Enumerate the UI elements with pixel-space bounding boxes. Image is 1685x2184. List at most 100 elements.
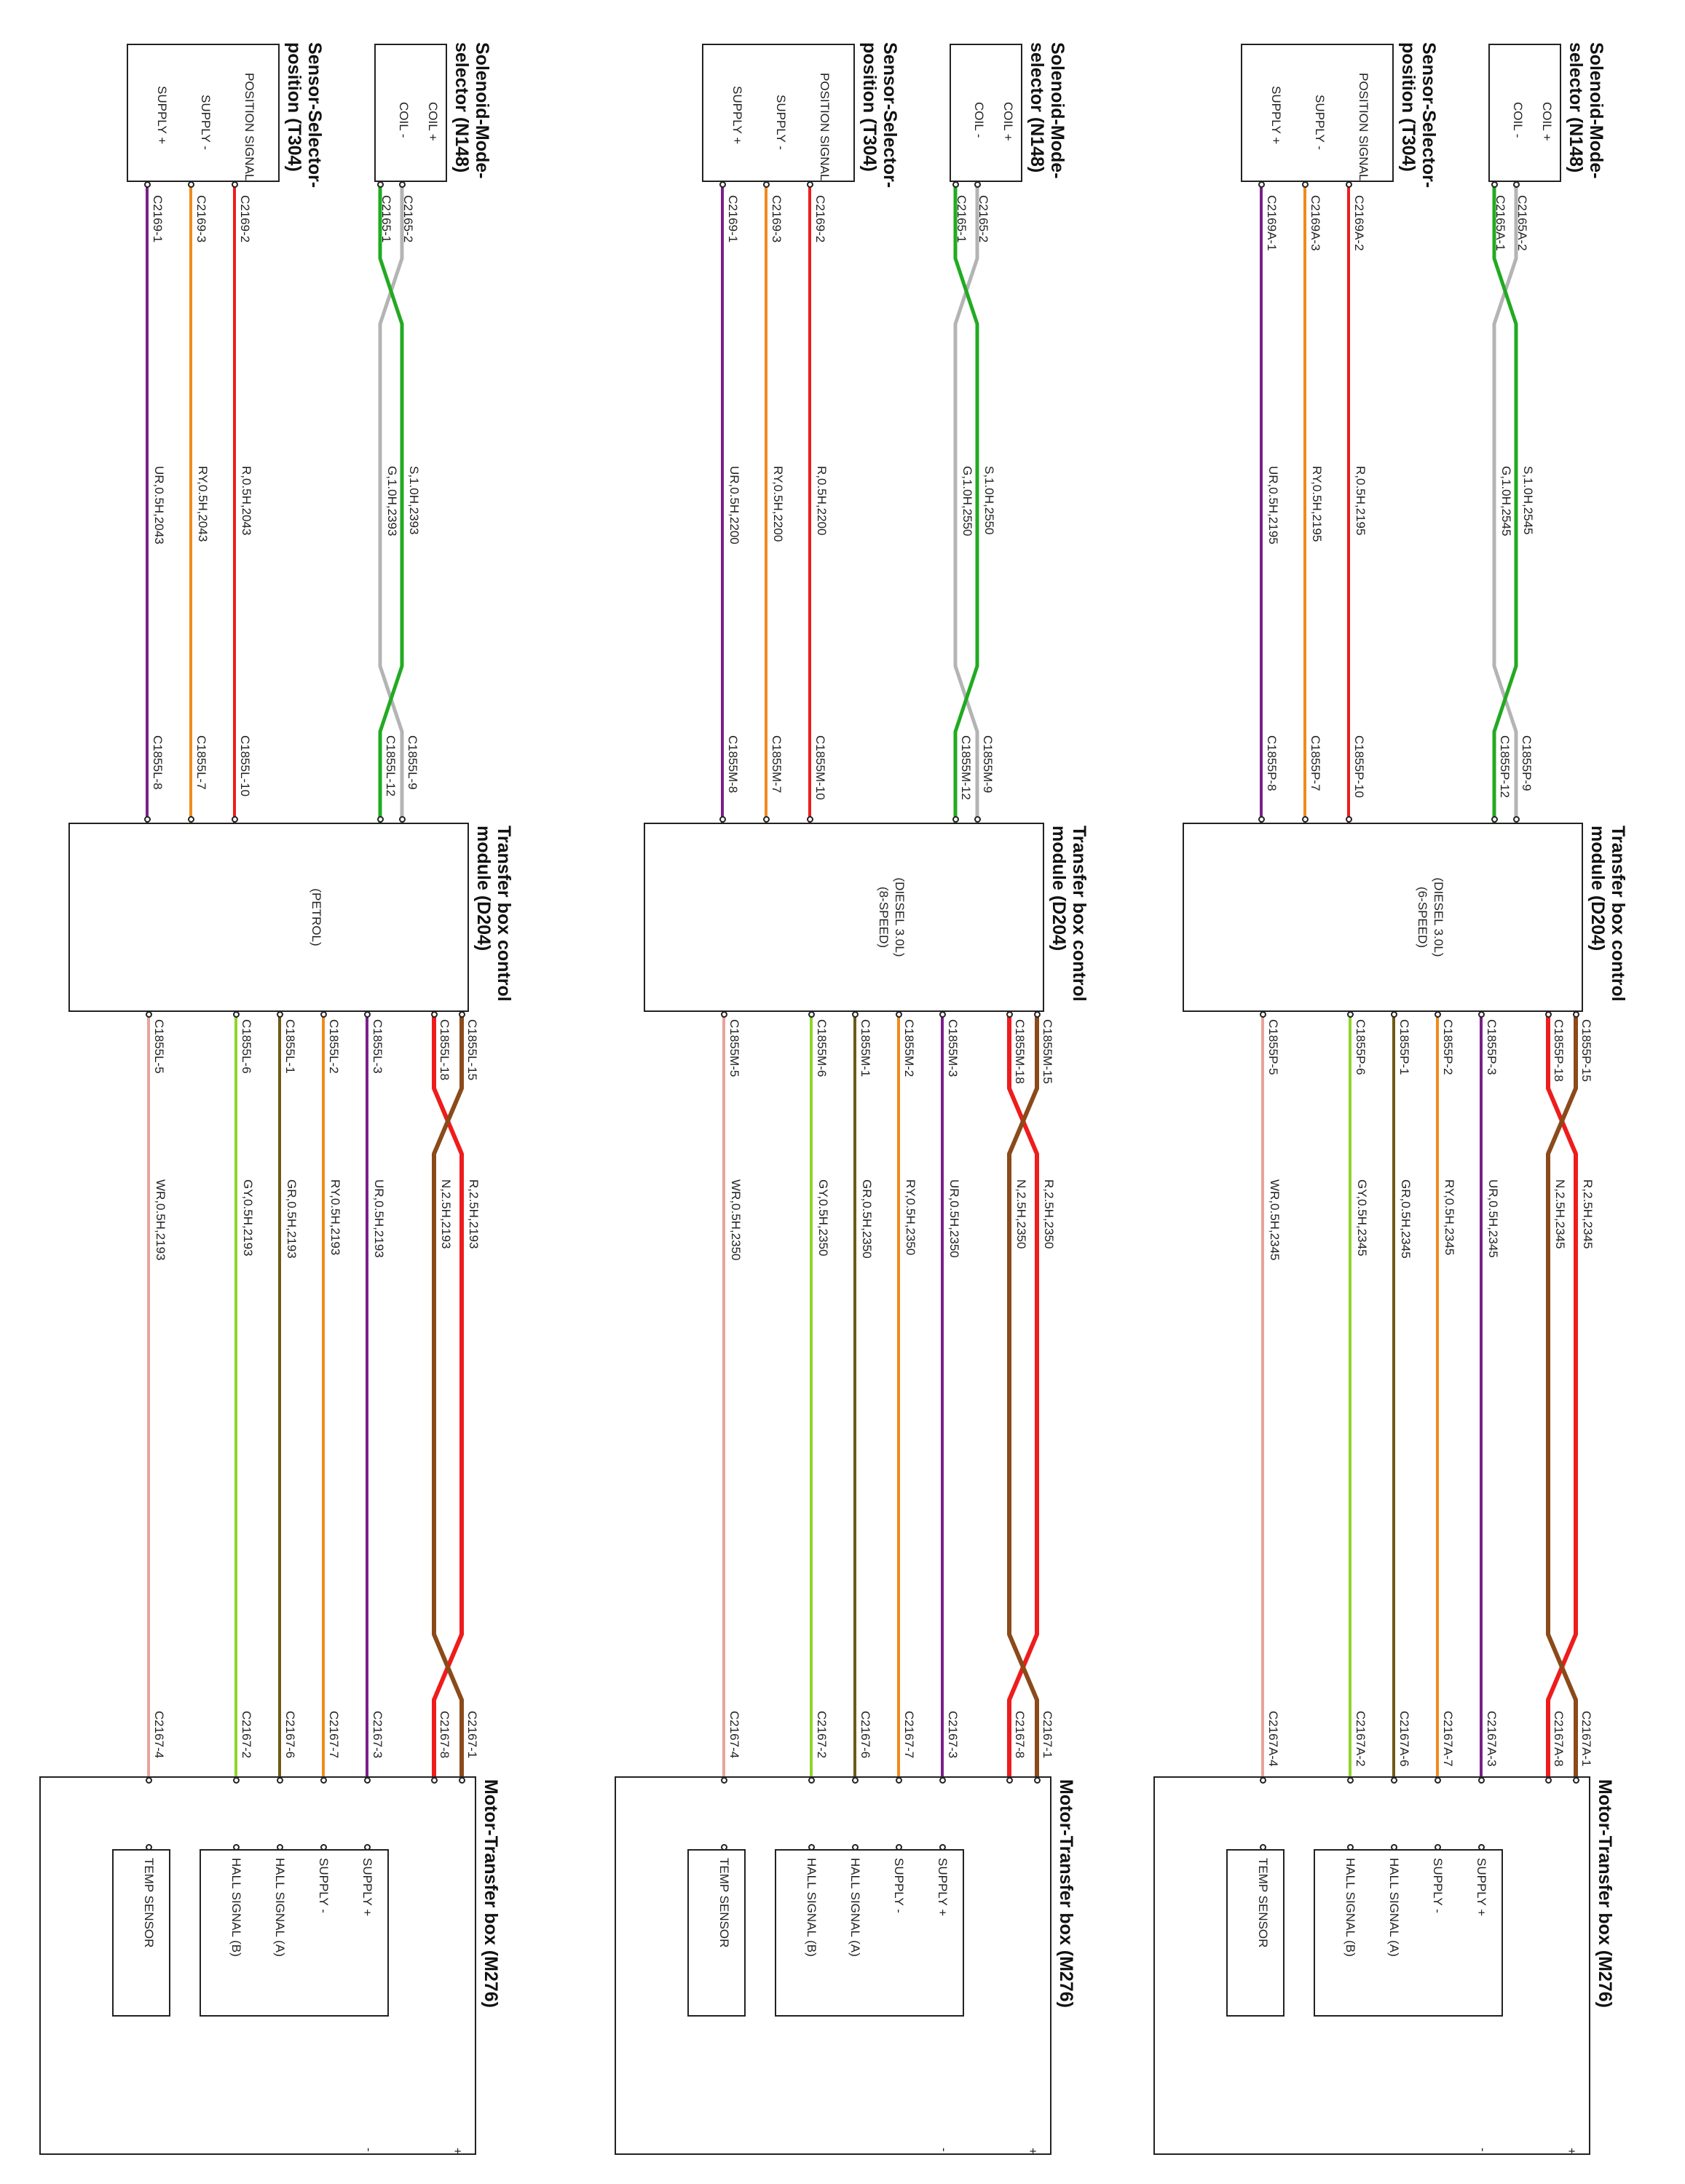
connector-label: C1855M-3 (946, 1019, 960, 1077)
connector-label: C1855P-10 (1352, 735, 1366, 799)
motor-pin-label: SUPPLY - (892, 1858, 906, 1913)
connector-label: C2167-3 (946, 1711, 960, 1759)
sensor-title: position (T304) (1398, 42, 1418, 172)
connector-label: C1855M-2 (902, 1019, 916, 1077)
wire-label: UR,0.5H,2350 (947, 1179, 961, 1258)
pin-dot (320, 1777, 327, 1784)
motor-title: Motor-Transfer box (M276) (481, 1779, 501, 2008)
pin-dot (1391, 1844, 1397, 1851)
wire-label: GR,0.5H,2350 (860, 1179, 874, 1259)
pin-dot (1545, 1011, 1552, 1018)
motor-pin-label: TEMP SENSOR (1256, 1858, 1270, 1948)
wire-label: R,2.5H,2193 (467, 1179, 481, 1249)
connector-label: C2169-3 (194, 195, 208, 243)
pin-dot (1435, 1011, 1441, 1018)
connector-label: C2167-6 (859, 1711, 872, 1759)
solenoid-title: selector (N148) (1027, 42, 1047, 173)
connector-label: C1855L-8 (151, 735, 165, 790)
connector-label: C2165-2 (976, 195, 990, 243)
plus-sign: + (1565, 2148, 1579, 2155)
pin-dot (1006, 1011, 1013, 1018)
wire-label: R,0.5H,2195 (1354, 466, 1368, 536)
twisted-wire (1546, 1012, 1578, 1835)
solenoid-pin-label: COIL - (1511, 102, 1525, 138)
pin-dot (431, 1011, 438, 1018)
pin-dot (1491, 181, 1498, 188)
pin-dot (807, 181, 813, 188)
motor-pin-label: SUPPLY + (936, 1858, 950, 1917)
pin-dot (377, 181, 384, 188)
connector-label: C2167-6 (283, 1711, 297, 1759)
minus-sign: - (362, 2148, 376, 2152)
connector-label: C1855L-3 (371, 1019, 384, 1074)
solenoid-pin-label: COIL + (1001, 102, 1015, 141)
twisted-wire (1007, 1012, 1039, 1835)
variant-label: (PETROL) (309, 888, 323, 946)
twisted-wire (1546, 1012, 1578, 1835)
pin-dot (896, 1011, 902, 1018)
plus-sign: + (451, 2148, 465, 2155)
sensor-pin-label: POSITION SIGNAL (1357, 73, 1370, 181)
pin-dot (146, 1777, 152, 1784)
connector-label: C2169-3 (770, 195, 784, 243)
pin-dot (808, 1777, 815, 1784)
connector-label: C2165-1 (955, 195, 968, 243)
pin-dot (364, 1777, 371, 1784)
wire-label: UR,0.5H,2193 (372, 1179, 386, 1258)
connector-label: C1855P-8 (1265, 735, 1279, 791)
motor-pin-label: HALL SIGNAL (A) (273, 1858, 287, 1957)
wire-label: RY,0.5H,2043 (196, 466, 210, 542)
connector-label: C1855P-9 (1520, 735, 1534, 791)
twisted-wire (1492, 182, 1518, 823)
connector-label: C2165-1 (379, 195, 393, 243)
solenoid-pin-label: COIL - (397, 102, 411, 138)
motor-pin-label: TEMP SENSOR (142, 1858, 156, 1948)
pin-dot (1260, 1777, 1266, 1784)
pin-dot (1545, 1777, 1552, 1784)
connector-label: C2167-3 (371, 1711, 384, 1759)
minus-sign: - (937, 2148, 951, 2152)
connector-label: C2167A-3 (1485, 1711, 1499, 1767)
pin-dot (146, 1011, 152, 1018)
sensor-title: position (T304) (859, 42, 880, 172)
sensor-pin-label: SUPPLY - (1313, 95, 1327, 150)
pin-dot (277, 1844, 283, 1851)
pin-dot (431, 1777, 438, 1784)
connector-label: C1855P-15 (1579, 1019, 1593, 1083)
sensor-title: Sensor-Selector- (880, 42, 900, 189)
connector-label: C2167-1 (1041, 1711, 1054, 1759)
pin-dot (1346, 181, 1352, 188)
motor-title: Motor-Transfer box (M276) (1595, 1779, 1615, 2008)
pin-dot (939, 1011, 946, 1018)
connector-label: C2167-1 (465, 1711, 479, 1759)
module-title: module (D204) (473, 826, 494, 951)
twisted-wire (378, 182, 404, 823)
twisted-wire (953, 182, 979, 823)
connector-label: C1855P-5 (1266, 1019, 1280, 1075)
connector-label: C1855M-5 (727, 1019, 741, 1077)
pin-dot (377, 816, 384, 823)
wire-label: S,1.0H,2545 (1521, 466, 1535, 535)
motor-pin-label: HALL SIGNAL (B) (229, 1858, 243, 1957)
wire-label: GY,0.5H,2345 (1355, 1179, 1369, 1257)
pin-dot (808, 1844, 815, 1851)
pin-dot (1391, 1011, 1397, 1018)
wire-label: WR,0.5H,2193 (154, 1179, 167, 1261)
module-title: module (D204) (1587, 826, 1608, 951)
connector-label: C1855L-6 (240, 1019, 253, 1074)
module-box (1183, 823, 1583, 1012)
connector-label: C1855L-15 (465, 1019, 479, 1081)
pin-dot (1346, 816, 1352, 823)
module-title: module (D204) (1049, 826, 1069, 951)
pin-dot (144, 816, 151, 823)
wire-label: S,1.0H,2550 (982, 466, 996, 535)
pin-dot (807, 816, 813, 823)
pin-dot (1513, 181, 1520, 188)
module-box (644, 823, 1044, 1012)
pin-dot (1391, 1777, 1397, 1784)
pin-dot (1347, 1777, 1354, 1784)
connector-label: C1855M-18 (1013, 1019, 1027, 1084)
sensor-pin-label: POSITION SIGNAL (818, 73, 832, 181)
pin-dot (763, 816, 770, 823)
